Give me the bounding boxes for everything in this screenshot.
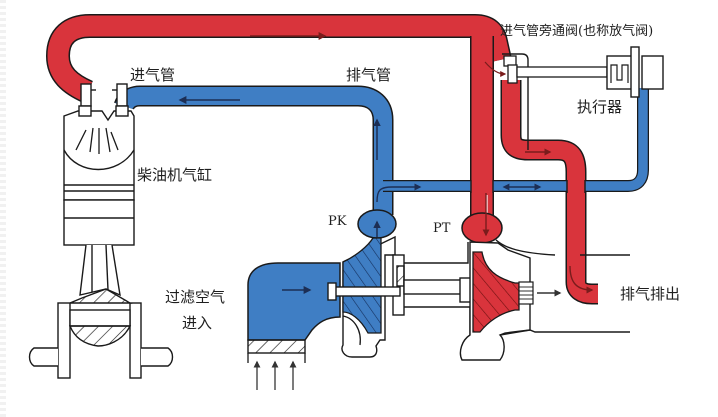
scan-edge [0,0,6,417]
label-wastegate: 进气管旁通阀(也称放气阀) [500,24,654,39]
label-pk: PK [328,214,347,229]
compressor-wheel [342,237,382,334]
label-filtered-air-line2: 进入 [182,314,213,332]
label-filtered-air: 过滤空气 [165,288,226,306]
turbine-wheel [472,251,520,333]
compressor [247,235,396,390]
label-exhaust-pipe: 排气管 [346,66,392,84]
intake-manifold-pipe [114,85,394,215]
label-pt: PT [433,221,451,236]
diesel-cylinder [28,83,174,379]
label-actuator: 执行器 [577,98,623,116]
turbine-volute [461,212,503,244]
turbine [459,239,630,361]
label-exhaust-out: 排气排出 [620,285,681,303]
label-intake-pipe: 进气管 [130,66,176,84]
shaft [329,286,401,297]
label-cylinder: 柴油机气缸 [137,166,213,184]
air-intake-elbow [247,262,341,341]
wastegate-rod [516,66,608,78]
actuator [606,46,664,98]
air-filter [247,339,306,354]
